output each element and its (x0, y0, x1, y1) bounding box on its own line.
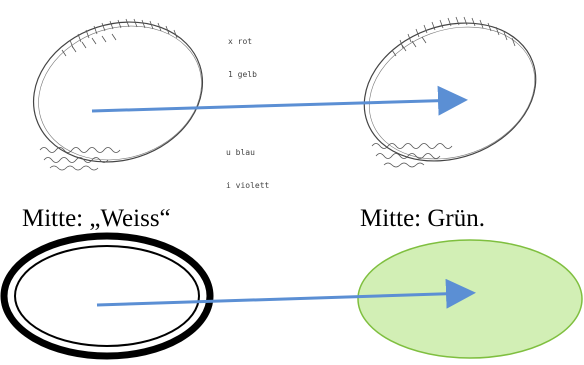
sketch-ellipse-right (363, 16, 537, 168)
legend-bottom-line-1: u blau (226, 148, 255, 157)
sketch-marks-bottom-right (371, 143, 453, 168)
legend-bottom-line-2: i violett (226, 181, 270, 190)
green-ellipse (357, 239, 583, 359)
legend-top-line-1: x rot (228, 37, 253, 46)
caption-left: Mitte: „Weiss“ (22, 205, 171, 232)
sketch-marks-bottom-left (39, 147, 121, 171)
legend-bottom: u blau i violett (226, 125, 269, 202)
arrow-top (91, 85, 468, 116)
ring-ellipse (0, 232, 214, 360)
sketch-marks-top-right (391, 16, 516, 57)
legend-top-line-2: 1 gelb (228, 70, 257, 79)
sketch-ellipse-left (32, 18, 204, 171)
caption-right: Mitte: Grün. (360, 205, 485, 232)
legend-top: x rot 1 gelb (228, 14, 257, 91)
sketch-marks-top-left (61, 18, 178, 57)
arrow-bottom (96, 278, 476, 309)
